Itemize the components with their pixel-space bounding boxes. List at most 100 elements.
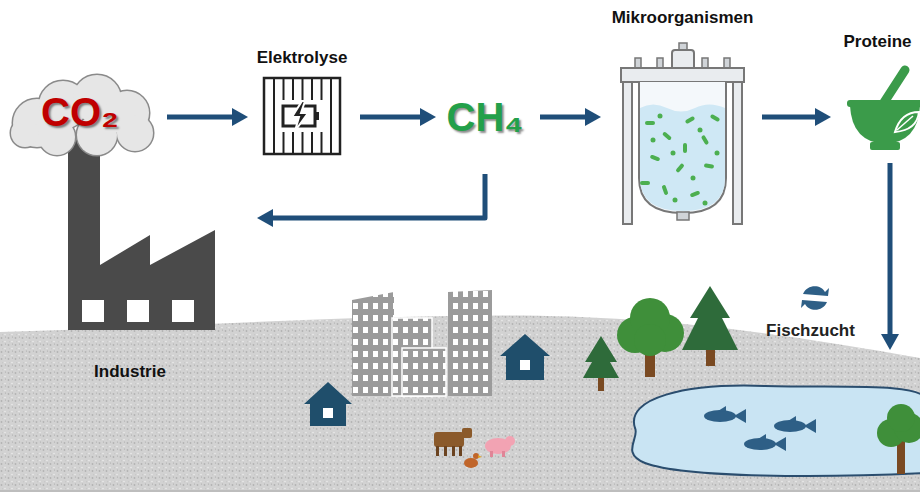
- fish-pond-part: [632, 386, 920, 476]
- fish-pond-part-part: [718, 406, 726, 412]
- city-buildings-part: [402, 348, 446, 396]
- bioreactor-icon-part: [710, 114, 721, 122]
- bioreactor-icon-part: [683, 143, 687, 153]
- pig: [485, 436, 515, 457]
- factory-icon-part: [172, 300, 194, 322]
- fish-farm-pond-shape: [625, 378, 920, 480]
- mortar-icon: [847, 70, 920, 150]
- tree-part: [634, 324, 666, 356]
- fish-pond-part: [887, 404, 915, 432]
- fish-icon-part: [803, 286, 829, 296]
- mortar-icon-part: [897, 116, 913, 130]
- fish-pond-part: [897, 440, 905, 474]
- bioreactor-icon-part: [645, 121, 655, 125]
- fish-pond-part-part: [774, 437, 786, 451]
- pig-part: [505, 436, 515, 446]
- bioreactor-icon-part: [703, 201, 708, 206]
- tree: [682, 286, 738, 366]
- bioreactor-shape: [605, 8, 760, 228]
- electrolyzer-icon-part: [279, 100, 325, 132]
- arrow-line: [360, 115, 422, 120]
- fish-pond-part: [774, 416, 816, 433]
- bioreactor-icon-part: [662, 131, 672, 140]
- bioreactor-icon-part: [677, 212, 689, 220]
- node-label: CH₄: [440, 94, 530, 140]
- factory-icon-part: [68, 230, 215, 330]
- node-label: Industrie: [55, 362, 205, 382]
- node-label: Elektrolyse: [252, 48, 352, 68]
- industry-factory-shape: [55, 200, 255, 385]
- cloud-shape-part: [117, 115, 153, 151]
- electrolyzer-icon-part: [273, 78, 275, 154]
- house-part: [323, 408, 333, 418]
- cloud-shape-part: [11, 119, 39, 147]
- factory-icon-part: [127, 300, 149, 322]
- bioreactor-icon-part: [685, 116, 696, 124]
- flow-arrow: [360, 108, 436, 126]
- mortar-icon-part: [847, 100, 920, 107]
- city-buildings: [352, 290, 492, 396]
- tree-part: [682, 286, 738, 350]
- cloud-shape-part: [11, 119, 39, 147]
- mortar-icon-part: [895, 112, 919, 132]
- factory-icon: [68, 230, 215, 330]
- chicken-part: [478, 455, 482, 458]
- node-label: CO₂: [5, 89, 155, 135]
- city-buildings-part: [352, 292, 394, 396]
- fish-pond-part-part: [734, 409, 746, 423]
- arrow-head: [232, 108, 248, 126]
- flow-arrow: [881, 163, 899, 350]
- flow-arrow: [762, 108, 831, 126]
- bioreactor-icon-part: [701, 135, 709, 146]
- bioreactor-icon-part: [640, 105, 725, 212]
- bioreactor-icon-part: [621, 68, 744, 82]
- bioreactor-icon-part: [733, 82, 742, 224]
- pig-part: [490, 451, 493, 457]
- bioreactor-icon-part: [650, 154, 661, 161]
- protein-mortar: Proteine: [835, 32, 920, 155]
- cow-part: [462, 428, 472, 438]
- cow-part: [434, 432, 464, 447]
- node-label: Proteine: [835, 32, 920, 52]
- electrolyzer-icon: [264, 78, 340, 154]
- electrolyzer-icon-part: [292, 101, 308, 131]
- bioreactor-icon-part: [715, 151, 720, 156]
- fish-pond-part-part: [744, 438, 776, 450]
- flow-arrow: [167, 108, 248, 126]
- arrow-line: [540, 115, 587, 120]
- arrow-head: [257, 209, 273, 227]
- city-buildings-part: [448, 290, 492, 396]
- arrow-head: [815, 108, 831, 126]
- fish-pond-part: [704, 406, 746, 423]
- electrolyzer-icon-part: [330, 78, 332, 154]
- mortar-icon-part: [850, 106, 920, 144]
- co2-cloud: CO₂: [5, 75, 155, 155]
- cow: [434, 428, 472, 456]
- node-label: Fischzucht: [743, 321, 878, 341]
- industry-factory: Industrie: [55, 200, 255, 385]
- bioreactor-icon: [621, 43, 744, 224]
- arrow-head: [585, 108, 601, 126]
- chicken: [464, 453, 482, 468]
- fish-pond-part-part: [788, 416, 796, 422]
- arrow-head: [881, 334, 899, 350]
- ground-edge: [0, 490, 920, 492]
- bioreactor-icon-part: [675, 163, 684, 173]
- bioreactor: Mikroorganismen: [605, 8, 760, 228]
- bioreactor-icon-part: [691, 176, 696, 181]
- arrow-head: [420, 108, 436, 126]
- methane-label-node: CH₄: [440, 92, 530, 142]
- tree: [583, 336, 619, 391]
- fish-pond-part-part: [774, 420, 806, 432]
- mortar-icon-part: [883, 70, 905, 104]
- arrow-line: [888, 163, 893, 336]
- bioreactor-icon-part: [623, 82, 632, 224]
- electrolyzer-icon-part: [264, 78, 340, 154]
- fish-icon-part: [801, 300, 827, 310]
- tree: [617, 298, 684, 377]
- house: [304, 382, 352, 426]
- bioreactor-icon-part: [673, 198, 678, 203]
- arrow-line: [271, 174, 485, 218]
